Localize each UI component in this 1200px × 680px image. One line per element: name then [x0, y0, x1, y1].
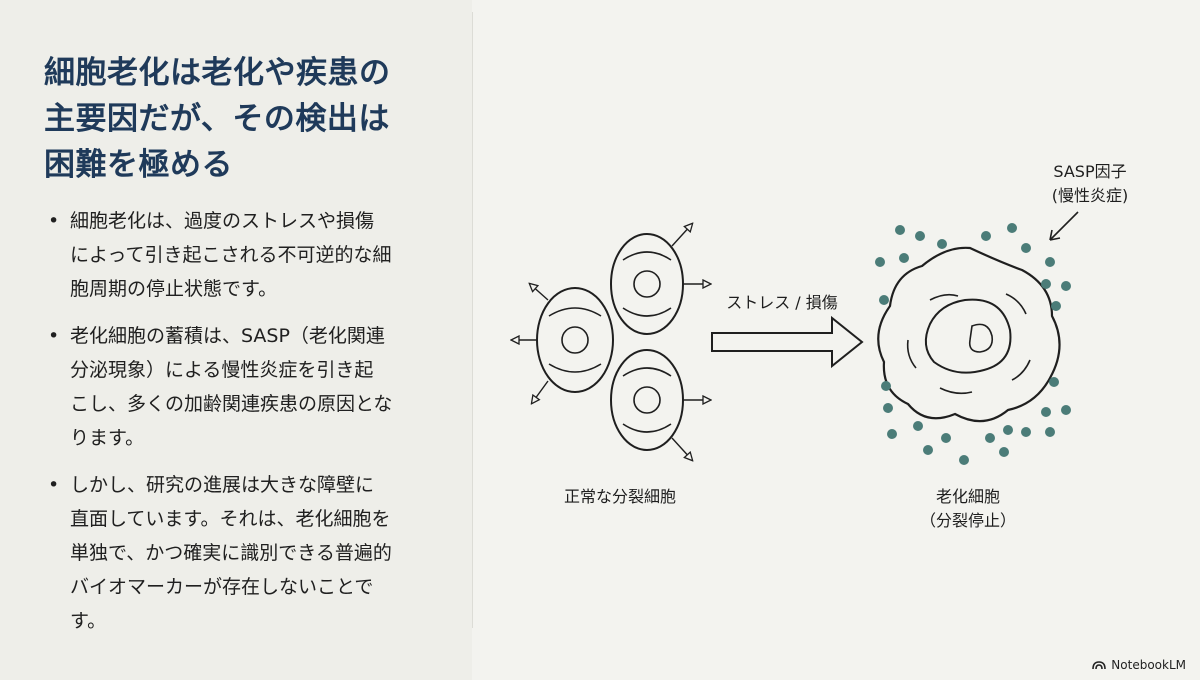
bullet-item: • 細胞老化は、過度のストレスや損傷 によって引き起こされる不可逆的な細 胞周期… — [44, 204, 424, 306]
sasp-dot — [981, 231, 991, 241]
normal-cell — [610, 224, 710, 335]
sasp-dot — [899, 253, 909, 263]
title-line: 主要因だが、その検出は — [44, 101, 390, 137]
senescent-cell — [877, 246, 1061, 423]
bullet-line: 単独で、かつ確実に識別できる普遍的 — [70, 542, 392, 564]
sasp-dot — [937, 239, 947, 249]
brand-watermark: NotebookLM — [1092, 658, 1186, 672]
normal-cells-group — [512, 224, 710, 460]
bullet-line: こし、多くの加齢関連疾患の原因とな — [70, 393, 393, 415]
bullet-line: す。 — [70, 610, 107, 632]
bullet-line: バイオマーカーが存在しないことで — [70, 576, 374, 598]
sasp-dot — [1045, 427, 1055, 437]
bullet-line: 直面しています。それは、老化細胞を — [70, 508, 391, 530]
sasp-label: SASP因子 — [1053, 162, 1126, 181]
sasp-sublabel: (慢性炎症) — [1052, 186, 1129, 205]
sasp-dot — [881, 381, 891, 391]
sasp-dot — [941, 433, 951, 443]
sasp-dot — [1021, 427, 1031, 437]
bullet-line: しかし、研究の進展は大きな障壁に — [70, 474, 375, 496]
stress-arrow-label: ストレス / 損傷 — [726, 293, 838, 312]
sasp-dot — [887, 429, 897, 439]
notebooklm-logo-icon — [1092, 661, 1107, 670]
bullet-line: 分泌現象）による慢性炎症を引き起 — [70, 359, 374, 381]
bullet-marker: • — [48, 210, 60, 232]
title-line: 細胞老化は老化や疾患の — [44, 55, 391, 91]
bullet-line: によって引き起こされる不可逆的な細 — [70, 244, 392, 266]
slide-title: 細胞老化は老化や疾患の 主要因だが、その検出は 困難を極める — [44, 50, 454, 188]
sasp-dot — [1007, 223, 1017, 233]
text-panel — [0, 0, 472, 680]
normal-cell — [610, 349, 710, 460]
sasp-dot — [985, 433, 995, 443]
sasp-dot — [879, 295, 889, 305]
bullet-marker: • — [48, 325, 60, 347]
sasp-dot — [915, 231, 925, 241]
sasp-dot — [895, 225, 905, 235]
sasp-dot — [923, 445, 933, 455]
sasp-dot — [883, 403, 893, 413]
sasp-dot — [1051, 301, 1061, 311]
sasp-dot — [1041, 407, 1051, 417]
bullet-marker: • — [48, 474, 60, 496]
bullet-line: 老化細胞の蓄積は、SASP（老化関連 — [70, 325, 385, 347]
brand-name: NotebookLM — [1111, 658, 1186, 672]
bullet-line: 細胞老化は、過度のストレスや損傷 — [70, 210, 375, 232]
sasp-dot — [1041, 279, 1051, 289]
sasp-factor-dots — [875, 223, 1071, 465]
sasp-dot — [875, 257, 885, 267]
bullet-line: ります。 — [70, 427, 145, 449]
bullet-line: 胞周期の停止状態です。 — [70, 278, 278, 300]
sasp-dot — [1061, 405, 1071, 415]
sasp-dot — [1021, 243, 1031, 253]
title-line: 困難を極める — [44, 147, 233, 183]
sasp-pointer-arrow — [1049, 211, 1079, 241]
bullet-list: • 細胞老化は、過度のストレスや損傷 によって引き起こされる不可逆的な細 胞周期… — [44, 204, 424, 651]
sasp-dot — [1045, 257, 1055, 267]
senescent-cell-sublabel: （分裂停止） — [920, 511, 1016, 530]
sasp-dot — [959, 455, 969, 465]
sasp-dot — [1061, 281, 1071, 291]
sasp-dot — [1049, 377, 1059, 387]
bullet-item: • 老化細胞の蓄積は、SASP（老化関連 分泌現象）による慢性炎症を引き起 こし… — [44, 319, 424, 455]
normal-cell — [512, 284, 614, 403]
bullet-item: • しかし、研究の進展は大きな障壁に 直面しています。それは、老化細胞を 単独で… — [44, 468, 424, 638]
normal-cells-label: 正常な分裂細胞 — [564, 487, 676, 506]
sasp-dot — [1003, 425, 1013, 435]
senescent-cell-label: 老化細胞 — [936, 487, 1000, 506]
sasp-dot — [913, 421, 923, 431]
sasp-dot — [999, 447, 1009, 457]
panel-divider — [472, 12, 473, 628]
stress-arrow — [711, 315, 864, 369]
